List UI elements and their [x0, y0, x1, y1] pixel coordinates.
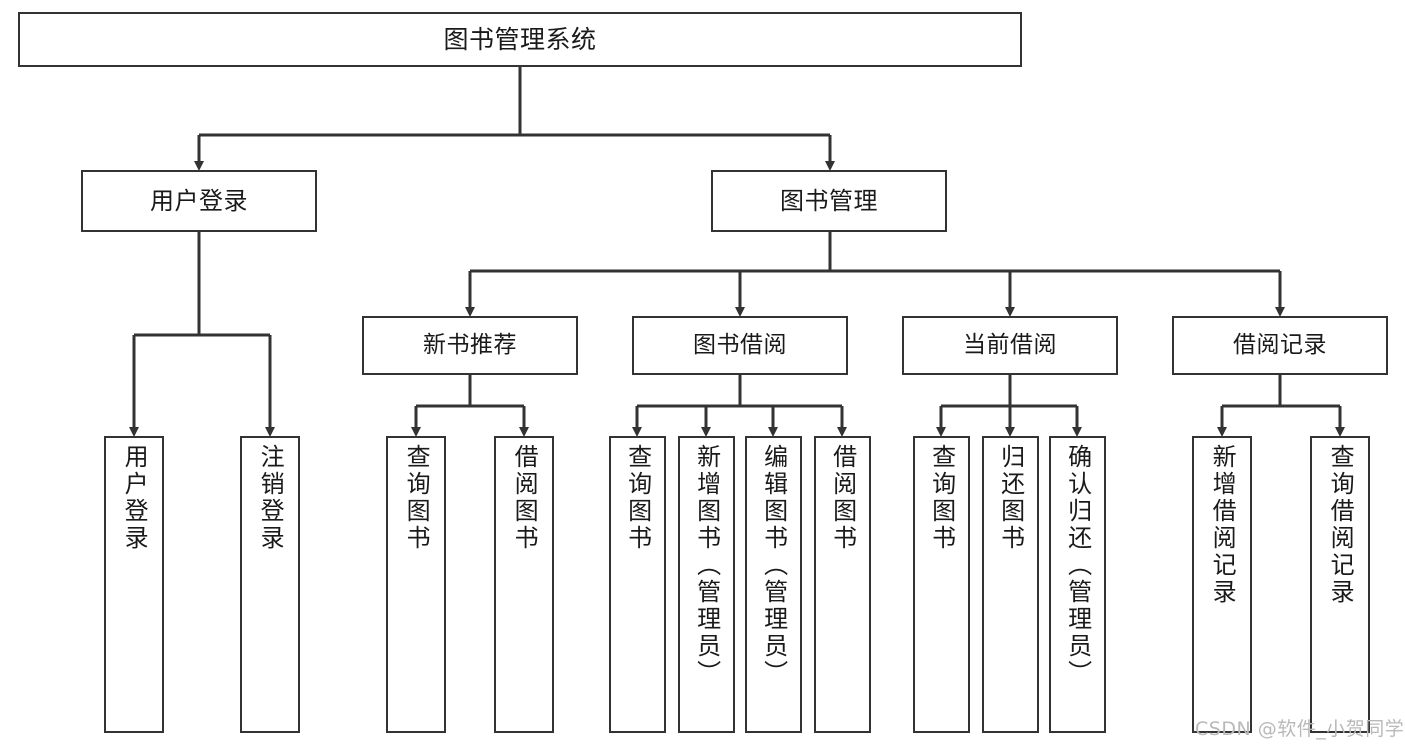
leaf-return-book[interactable]: 归还图书 — [982, 436, 1039, 733]
node-label: 查询图书 — [623, 444, 652, 552]
node-label: 借阅图书 — [828, 444, 857, 552]
node-label: 当前借阅 — [963, 331, 1057, 358]
node-current-borrow[interactable]: 当前借阅 — [902, 316, 1118, 375]
node-label: 归还图书 — [996, 444, 1025, 552]
node-label: 查询借阅记录 — [1326, 444, 1355, 606]
leaf-borrow-book-recommend[interactable]: 借阅图书 — [494, 436, 554, 733]
leaf-add-book-admin[interactable]: 新增图书（管理员） — [678, 436, 735, 733]
node-label: 确认归还（管理员） — [1063, 444, 1092, 687]
node-label: 新增图书（管理员） — [692, 444, 721, 687]
leaf-query-book-current[interactable]: 查询图书 — [913, 436, 970, 733]
node-new-book-recommend[interactable]: 新书推荐 — [362, 316, 578, 375]
node-label: 图书管理系统 — [443, 24, 597, 54]
node-label: 编辑图书（管理员） — [759, 444, 788, 687]
node-label: 查询图书 — [402, 444, 431, 552]
leaf-query-book-borrow[interactable]: 查询图书 — [609, 436, 666, 733]
node-label: 注销登录 — [256, 444, 285, 552]
node-label: 用户登录 — [150, 186, 248, 215]
leaf-edit-book-admin[interactable]: 编辑图书（管理员） — [745, 436, 802, 733]
node-label: 借阅记录 — [1233, 331, 1327, 358]
leaf-query-book-recommend[interactable]: 查询图书 — [386, 436, 446, 733]
node-label: 新增借阅记录 — [1208, 444, 1237, 606]
leaf-user-login[interactable]: 用户登录 — [104, 436, 164, 733]
node-book-management[interactable]: 图书管理 — [711, 170, 947, 232]
node-label: 用户登录 — [120, 444, 149, 552]
node-user-login[interactable]: 用户登录 — [81, 170, 317, 232]
csdn-watermark: CSDN @软件_小贺同学 — [1195, 718, 1405, 740]
leaf-logout[interactable]: 注销登录 — [240, 436, 300, 733]
node-label: 图书借阅 — [693, 331, 787, 358]
leaf-borrow-book[interactable]: 借阅图书 — [814, 436, 871, 733]
leaf-add-borrow-record[interactable]: 新增借阅记录 — [1192, 436, 1252, 733]
leaf-confirm-return-admin[interactable]: 确认归还（管理员） — [1049, 436, 1106, 733]
leaf-query-borrow-record[interactable]: 查询借阅记录 — [1310, 436, 1370, 733]
node-label: 图书管理 — [780, 186, 878, 215]
node-label: 查询图书 — [927, 444, 956, 552]
node-label: 借阅图书 — [510, 444, 539, 552]
node-book-management-system[interactable]: 图书管理系统 — [18, 12, 1022, 67]
node-label: 新书推荐 — [423, 331, 517, 358]
node-book-borrow[interactable]: 图书借阅 — [632, 316, 848, 375]
node-borrow-records[interactable]: 借阅记录 — [1172, 316, 1388, 375]
